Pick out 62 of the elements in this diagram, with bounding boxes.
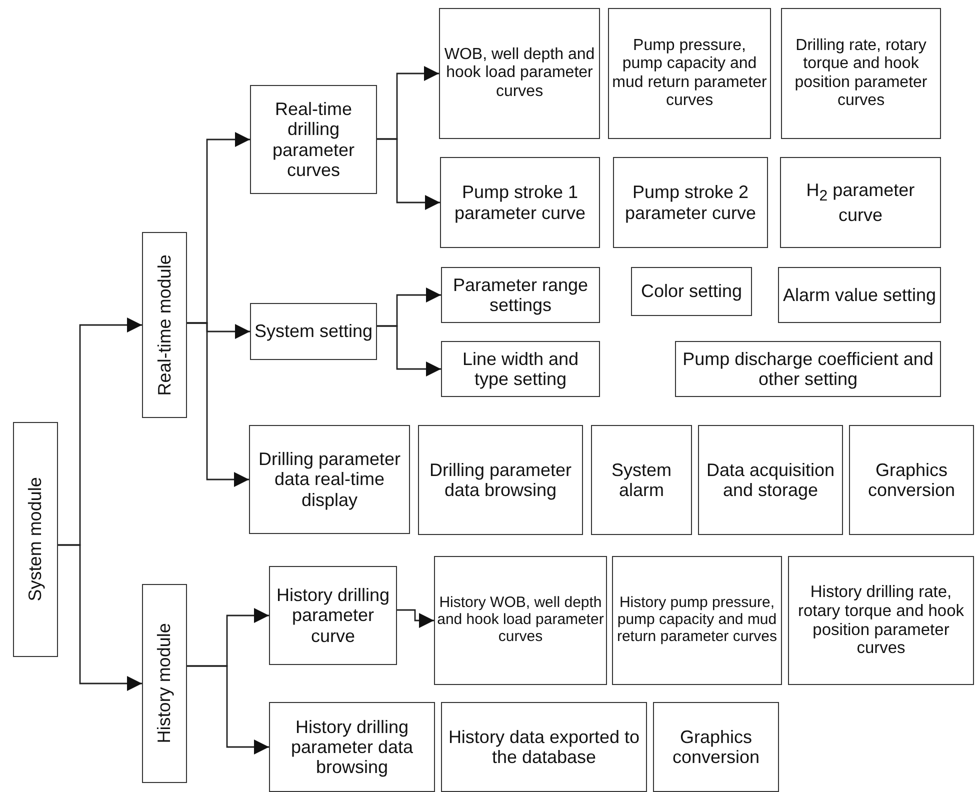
arrow xyxy=(187,665,269,754)
process-box xyxy=(613,157,768,248)
box-label: System setting xyxy=(253,321,374,342)
process-box xyxy=(249,425,410,534)
box-label: Pump stroke 1 parameter curve xyxy=(453,182,587,223)
process-box xyxy=(250,303,377,360)
box-label: Drilling rate, rotary torque and hook position parameter curves xyxy=(794,37,928,110)
box-label: History WOB, well depth and hook load parameter curves xyxy=(436,595,605,646)
process-box xyxy=(269,566,397,665)
process-box xyxy=(849,425,974,535)
box-label: H$_{2}$ parameter curve xyxy=(805,180,916,226)
process-box xyxy=(441,702,647,792)
box-label: System alarm xyxy=(610,460,672,500)
box-label: Parameter range settings xyxy=(452,274,590,316)
arrow xyxy=(377,138,440,210)
box-label: History drilling parameter curve xyxy=(275,585,391,646)
box-label: WOB, well depth and hook load parameter curves xyxy=(443,46,596,101)
process-box xyxy=(142,584,187,783)
process-box xyxy=(142,232,187,418)
process-box xyxy=(440,157,600,248)
box-label: History drilling rate, rotary torque and hook position parameter curves xyxy=(796,583,966,658)
arrow xyxy=(187,322,249,487)
process-box xyxy=(591,425,692,535)
process-box xyxy=(780,157,941,248)
process-box xyxy=(269,702,435,792)
box-label: Pump stroke 2 parameter curve xyxy=(624,182,758,223)
process-box xyxy=(631,267,752,316)
box-label: History drilling parameter data browsing xyxy=(290,716,414,778)
box-label: History module xyxy=(154,622,175,746)
process-box xyxy=(441,267,600,323)
process-box xyxy=(418,425,583,535)
process-box xyxy=(653,702,779,792)
box-label: Pump pressure, pump capacity and mud return parameter curves xyxy=(611,37,768,110)
box-label: Real-time module xyxy=(154,253,175,398)
process-box xyxy=(13,422,58,657)
box-label: Color setting xyxy=(640,281,744,302)
box-label: Graphics conversion xyxy=(671,726,761,768)
box-label: Pump discharge coefficient and other setting xyxy=(682,348,934,390)
process-box xyxy=(439,8,600,139)
box-label: System module xyxy=(25,476,46,604)
arrow xyxy=(397,609,434,628)
box-label: Data acquisition and storage xyxy=(705,460,836,500)
box-label: Drilling parameter data browsing xyxy=(428,460,573,500)
process-box xyxy=(612,556,782,685)
box-label: Drilling parameter data real-time display xyxy=(257,449,402,510)
arrow xyxy=(377,325,441,376)
process-box xyxy=(781,8,941,139)
box-label: Real-time drilling parameter curves xyxy=(271,98,356,180)
arrow xyxy=(58,544,142,691)
box-label: Line width and type setting xyxy=(461,348,580,390)
process-box xyxy=(434,556,607,685)
process-box xyxy=(441,341,600,397)
box-label: Alarm value setting xyxy=(782,284,938,306)
box-label: History pump pressure, pump capacity and mud return parameter curves xyxy=(616,595,778,646)
process-box xyxy=(778,267,941,323)
process-box xyxy=(608,8,771,139)
process-box xyxy=(698,425,843,535)
process-box xyxy=(250,85,377,194)
process-box xyxy=(675,341,941,397)
box-label: Graphics conversion xyxy=(866,460,956,500)
process-box xyxy=(788,556,974,685)
box-label: History data exported to the database xyxy=(447,726,641,768)
